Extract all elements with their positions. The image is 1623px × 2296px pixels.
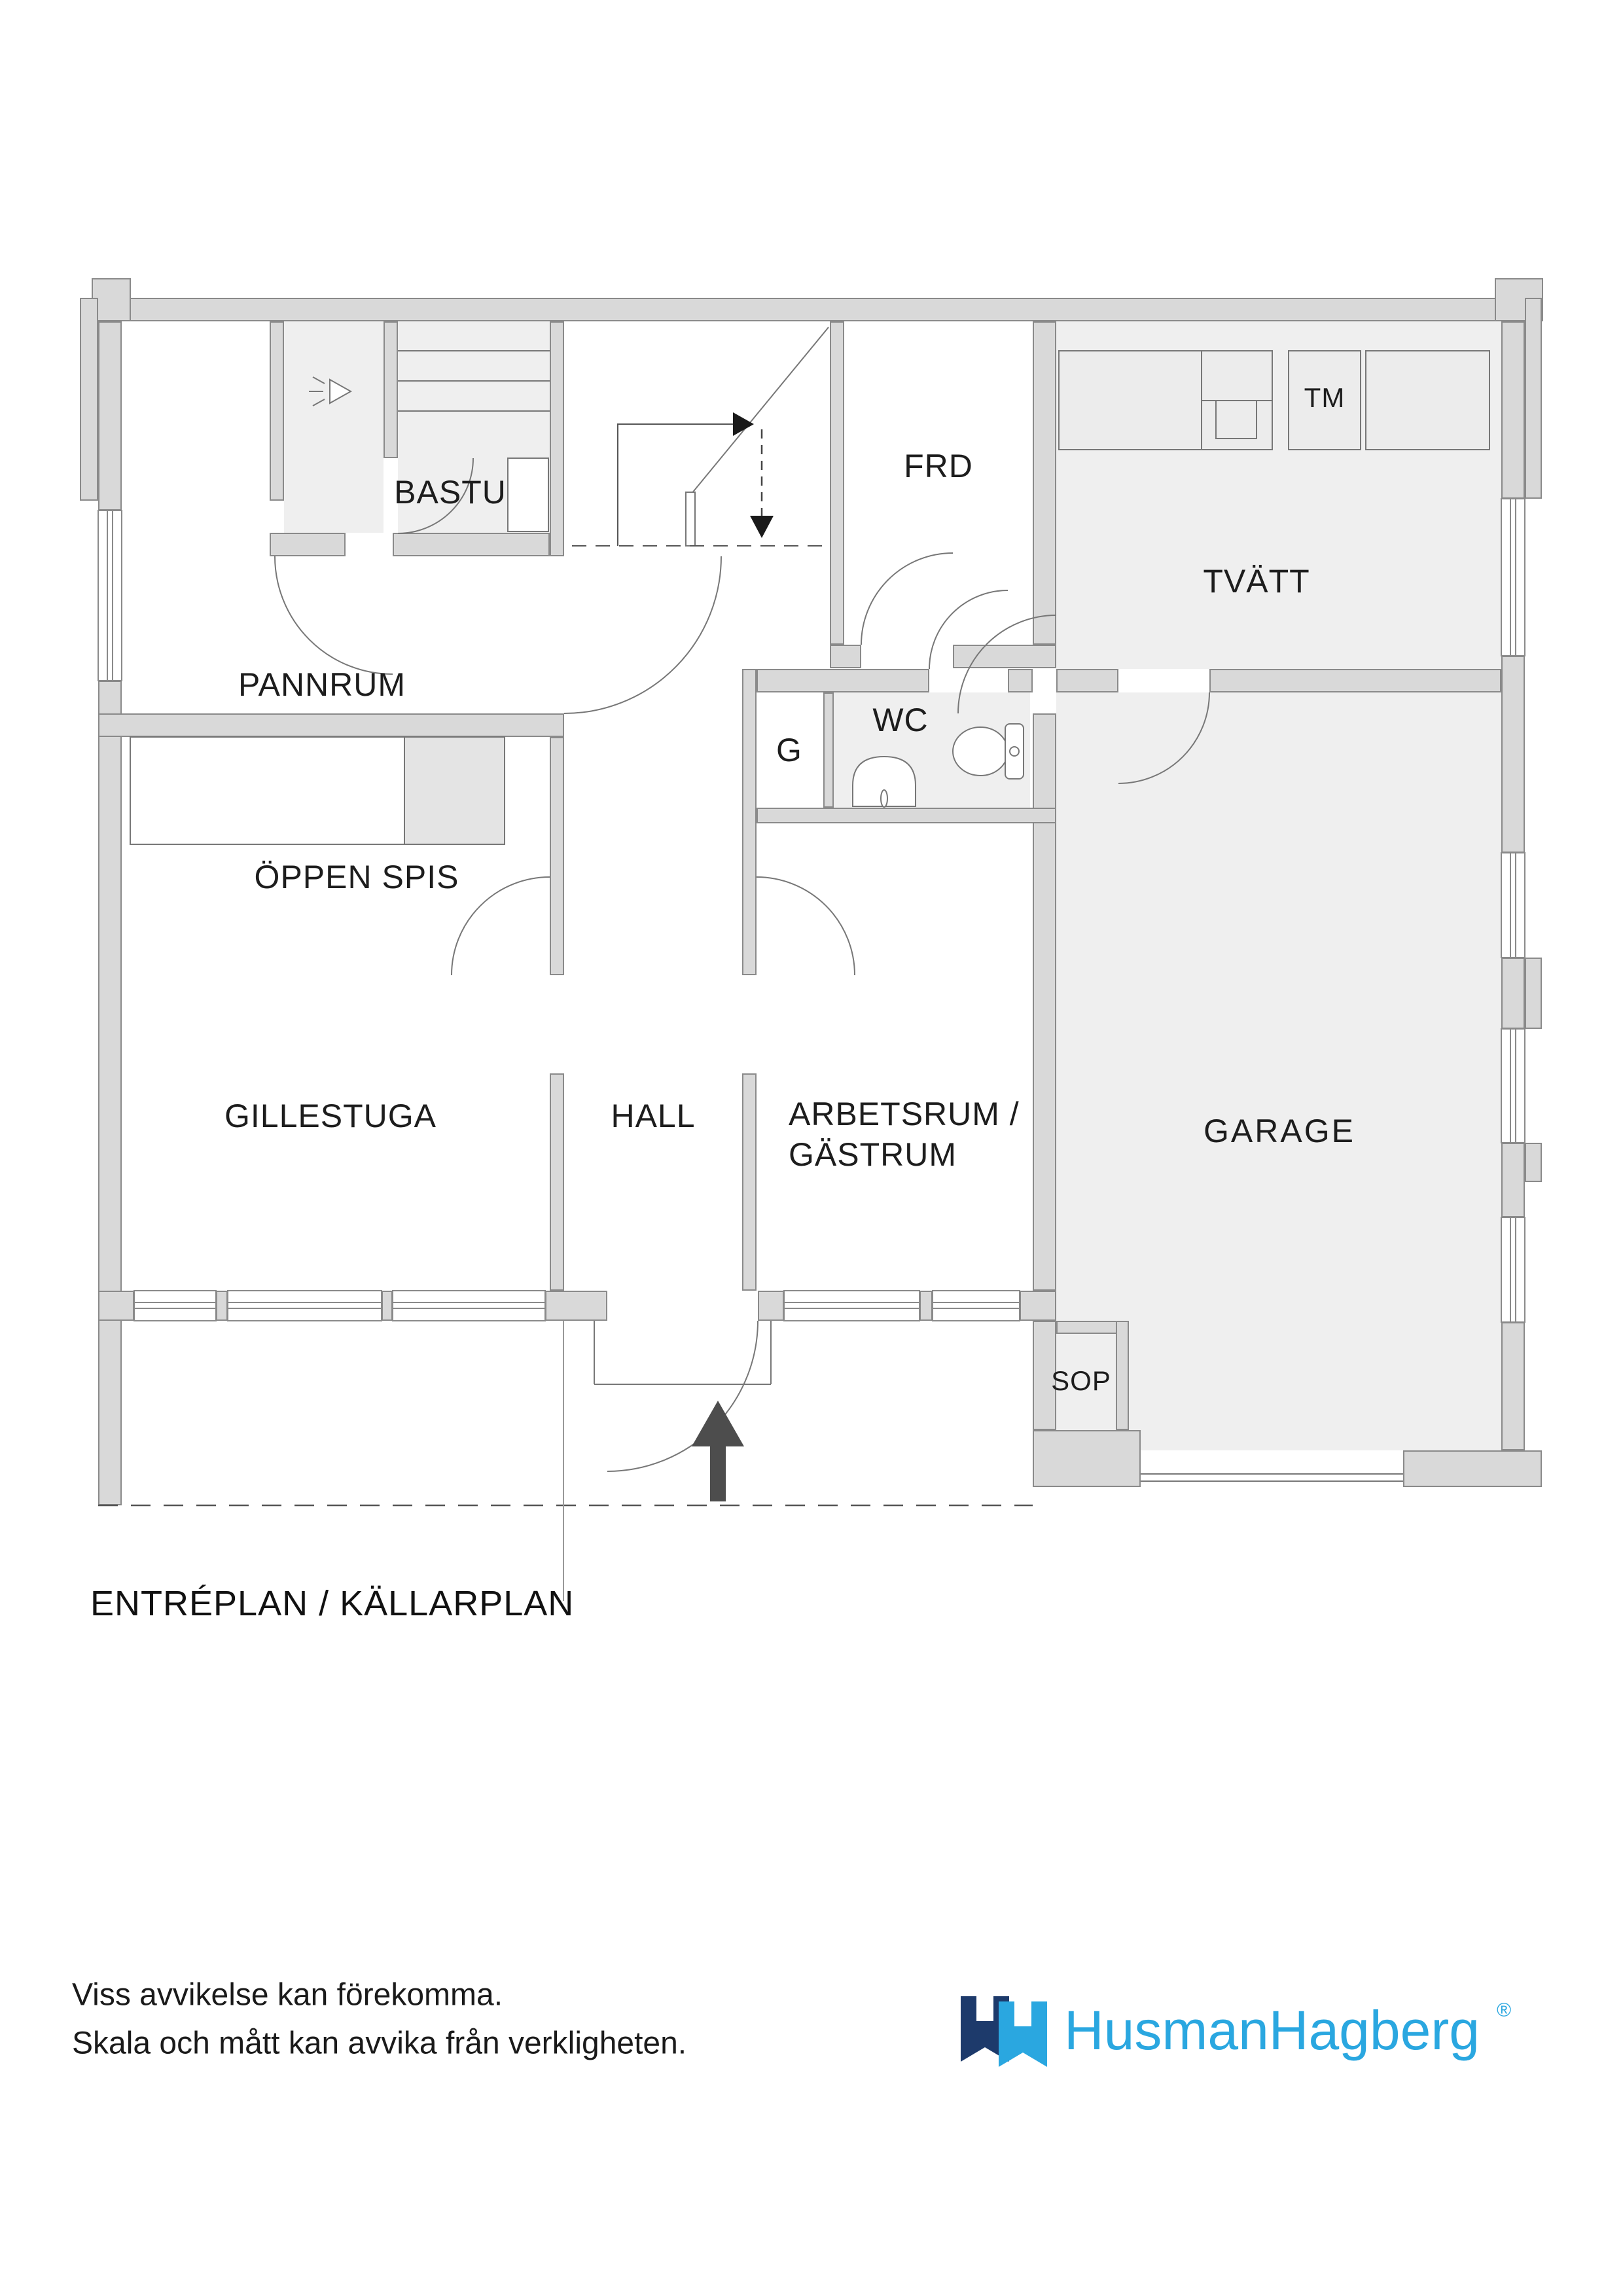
logo-brand-text: HusmanHagberg [1064,2000,1480,2061]
door-arc-arbetsrum [756,876,855,976]
appliance-label-tm: TM [1304,382,1346,413]
outer-wall-right [1501,1322,1525,1450]
floor-anteroom [284,321,383,533]
washing-machine-box [1288,350,1361,450]
partition [550,1073,564,1291]
stair-break-line [688,327,829,498]
partition [98,713,564,737]
window-mullion [919,1291,933,1321]
floor-garage [1056,692,1501,1450]
window-mullion [382,1291,393,1321]
door-arc-pannrum [274,556,393,675]
outer-wall-corner [1403,1450,1542,1487]
room-label-frd: FRD [904,448,973,484]
partition [1056,1321,1129,1334]
appliance-bench [1365,350,1490,450]
pilaster [80,298,98,501]
partition [1033,1321,1056,1430]
door-arc-gillestuga [451,876,550,976]
partition [830,645,861,668]
sauna-heater [507,457,549,532]
room-label-oppen-spis: ÖPPEN SPIS [254,859,459,895]
fireplace [130,736,505,845]
disclaimer-line-2: Skala och mått kan avvika från verklighe… [72,2026,687,2061]
registered-trademark-symbol: ® [1497,2000,1512,2021]
room-label-garderob: G [776,732,802,768]
outer-wall-bottom [758,1291,784,1321]
sink-icon [852,755,916,808]
outer-wall-right [1501,1143,1525,1217]
outer-wall-bottom [545,1291,607,1321]
outer-wall-right [1501,656,1525,853]
sauna-lamp-icon [309,376,353,406]
partition [1008,669,1033,692]
entrance-porch [594,1321,772,1385]
outer-wall-left [98,681,122,1505]
partition [830,321,844,645]
husmanhagberg-logo: HusmanHagberg ® [961,1991,1511,2070]
outer-wall-top [98,298,1525,321]
outer-wall-bottom [1020,1291,1056,1321]
laundry-counter [1058,350,1490,450]
window-mullion [216,1291,228,1321]
outer-wall-bottom [1033,1430,1141,1487]
door-arc-frd [861,552,954,645]
partition [270,321,284,501]
door-arc-hall [563,556,722,714]
outer-wall-right [1501,321,1525,499]
chimney [404,736,505,845]
outer-wall-right [1501,958,1525,1029]
stairs-up-arrow-icon [733,412,754,436]
pilaster [1525,298,1542,499]
partition [550,737,564,975]
outer-wall-bottom [98,1291,134,1321]
door-arc-wc [929,590,1008,670]
toilet-icon [952,723,1024,780]
entrance-arrow-icon [692,1401,744,1501]
sauna-bench [398,350,550,412]
door-arc-tvatt [957,615,1057,714]
window [98,498,1525,1323]
staircase [572,327,829,547]
floor-sop [1056,1334,1116,1430]
partition [742,669,757,975]
partition [1116,1321,1129,1430]
plan-title: ENTRÉPLAN / KÄLLARPLAN [90,1584,575,1623]
room-label-pannrum: PANNRUM [238,666,406,703]
room-label-tvatt: TVÄTT [1203,563,1310,600]
room-label-garage: GARAGE [1204,1113,1355,1149]
partition [742,1073,757,1291]
room-label-gillestuga: GILLESTUGA [224,1098,437,1134]
room-label-bastu: BASTU [394,474,507,511]
pilaster [92,278,131,321]
partition [550,321,564,556]
partition [823,692,834,808]
room-label-arbetsrum-line2: GÄSTRUM [789,1136,957,1173]
bearing-wall [1033,321,1056,645]
partition [757,808,1056,823]
partition [757,669,929,692]
door-arc-garage [1118,692,1210,784]
disclaimer-line-1: Viss avvikelse kan förekomma. [72,1977,503,2013]
room-label-hall: HALL [611,1098,696,1134]
pilaster [1525,958,1542,1029]
partition [393,533,550,556]
room-label-sop: SOP [1051,1365,1111,1396]
garage-door [1141,1473,1403,1482]
stairs-down-arrow-icon [750,516,774,538]
partition [953,645,1056,668]
pilaster [1525,1143,1542,1182]
partition [1209,669,1501,692]
room-label-arbetsrum-line1: ARBETSRUM / [789,1096,1020,1132]
husmanhagberg-logo-icon [961,1996,1047,2067]
partition [270,533,346,556]
partition [1056,669,1118,692]
outer-wall-left [98,321,122,511]
door-arc-bastu [397,457,474,534]
door-arc-entrance [607,1320,758,1472]
laundry-sink [1215,400,1257,439]
room-label-wc: WC [872,702,929,738]
partition [383,321,398,458]
